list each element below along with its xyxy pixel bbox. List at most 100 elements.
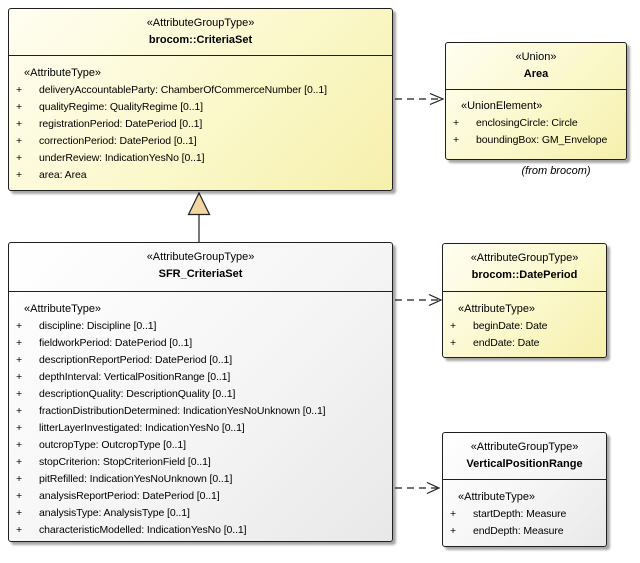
visibility-plus: + bbox=[16, 473, 23, 485]
attribute-text: analysisReportPeriod: DatePeriod [0..1] bbox=[39, 490, 220, 502]
attribute-row: + fractionDistributionDetermined: Indicat… bbox=[9, 403, 392, 420]
dependency-arrow-sfr-to-dateperiod bbox=[395, 293, 443, 307]
attribute-text: stopCriterion: StopCriterionField [0..1] bbox=[39, 456, 211, 468]
attribute-text: deliveryAccountableParty: ChamberOfComme… bbox=[39, 84, 327, 96]
attribute-text: underReview: IndicationYesNo [0..1] bbox=[39, 152, 205, 164]
attribute-stereotype-label: «AttributeType» bbox=[458, 303, 536, 315]
class-header: «Union» Area bbox=[446, 43, 626, 90]
attribute-text: fieldworkPeriod: DatePeriod [0..1] bbox=[39, 337, 193, 349]
attribute-text: pitRefilled: IndicationYesNoUnknown [0..… bbox=[39, 473, 233, 485]
visibility-plus: + bbox=[16, 490, 23, 502]
class-box-brocom-criteriaset[interactable]: «AttributeGroupType» brocom::CriteriaSet… bbox=[8, 8, 393, 191]
stereotype-label: «AttributeGroupType» bbox=[470, 441, 579, 453]
attribute-row: +area: Area bbox=[9, 167, 392, 184]
visibility-plus: + bbox=[16, 354, 23, 366]
attribute-text: correctionPeriod: DatePeriod [0..1] bbox=[39, 135, 197, 147]
attribute-text: descriptionQuality: DescriptionQuality [… bbox=[39, 388, 236, 400]
class-box-verticalpositionrange[interactable]: «AttributeGroupType» VerticalPositionRan… bbox=[442, 432, 607, 547]
attribute-row: + fieldworkPeriod: DatePeriod [0..1] bbox=[9, 335, 392, 352]
visibility-plus: + bbox=[16, 320, 23, 332]
visibility-plus: + bbox=[16, 388, 23, 400]
attribute-row: + characteristicModelled: IndicationYesNo… bbox=[9, 522, 392, 539]
visibility-plus: + bbox=[16, 152, 23, 164]
attribute-row: +depthInterval: VerticalPositionRange [0… bbox=[9, 369, 392, 386]
attribute-row: + boundingBox: GM_Envelope bbox=[446, 132, 626, 149]
attribute-stereotype-label: «UnionElement» bbox=[461, 100, 543, 112]
attribute-row: + pitRefilled: IndicationYesNoUnknown [0.… bbox=[9, 471, 392, 488]
attribute-text: area: Area bbox=[39, 169, 87, 181]
from-package-note: (from brocom) bbox=[521, 165, 591, 177]
visibility-plus: + bbox=[16, 101, 23, 113]
class-name: Area bbox=[523, 68, 549, 80]
visibility-plus: + bbox=[16, 456, 23, 468]
class-box-area[interactable]: «Union» Area «UnionElement» + enclosingCi… bbox=[445, 42, 627, 160]
attribute-compartment: «UnionElement» +enclosingCircle: Circle … bbox=[446, 90, 626, 149]
visibility-plus: + bbox=[453, 134, 460, 146]
class-name: brocom::CriteriaSet bbox=[148, 34, 253, 46]
attribute-row: + analysisReportPeriod: DatePeriod [0..1] bbox=[9, 488, 392, 505]
visibility-plus: + bbox=[16, 135, 23, 147]
attribute-text: enclosingCircle: Circle bbox=[476, 117, 578, 129]
attribute-text: discipline: Discipline [0..1] bbox=[39, 320, 157, 332]
attribute-text: fractionDistributionDetermined: Indicati… bbox=[39, 405, 326, 417]
attribute-row: +deliveryAccountableParty: ChamberOfComm… bbox=[9, 82, 392, 99]
attribute-text: registrationPeriod: DatePeriod [0..1] bbox=[39, 118, 203, 130]
attribute-compartment: «AttributeType» +deliveryAccountablePart… bbox=[9, 56, 392, 184]
attribute-row: +registrationPeriod: DatePeriod [0..1] bbox=[9, 116, 392, 133]
attribute-row: + outcropType: OutcropType [0..1] bbox=[9, 437, 392, 454]
attribute-text: qualityRegime: QualityRegime [0..1] bbox=[39, 101, 203, 113]
visibility-plus: + bbox=[450, 337, 457, 349]
attribute-row: +endDate: Date bbox=[443, 335, 606, 352]
attribute-row: + descriptionReportPeriod: DatePeriod [0.… bbox=[9, 352, 392, 369]
class-name: VerticalPositionRange bbox=[466, 458, 583, 470]
attribute-text: analysisType: AnalysisType [0..1] bbox=[39, 507, 190, 519]
attribute-row: + litterLayerInvestigated: IndicationYesN… bbox=[9, 420, 392, 437]
attribute-text: litterLayerInvestigated: IndicationYesNo… bbox=[39, 422, 245, 434]
visibility-plus: + bbox=[450, 320, 457, 332]
attribute-stereotype-label: «AttributeType» bbox=[24, 67, 102, 79]
class-name: brocom::DatePeriod bbox=[471, 269, 578, 281]
attribute-row: + enclosingCircle: Circle bbox=[446, 115, 626, 132]
stereotype-label: «AttributeGroupType» bbox=[146, 251, 255, 263]
attribute-text: outcropType: OutcropType [0..1] bbox=[39, 439, 186, 451]
attribute-text: beginDate: Date bbox=[473, 320, 548, 332]
visibility-plus: + bbox=[16, 507, 23, 519]
class-name: SFR_CriteriaSet bbox=[158, 268, 243, 280]
dependency-arrow-sfr-to-verticalpositionrange bbox=[395, 481, 441, 495]
dependency-arrow-criteriaset-to-area bbox=[395, 92, 445, 106]
attribute-row: + underReview: IndicationYesNo [0..1] bbox=[9, 150, 392, 167]
attribute-row: + discipline: Discipline [0..1] bbox=[9, 318, 392, 335]
attribute-text: characteristicModelled: IndicationYesNo … bbox=[39, 524, 247, 536]
attribute-compartment: «AttributeType» + discipline: Discipline … bbox=[9, 292, 392, 539]
visibility-plus: + bbox=[453, 117, 460, 129]
stereotype-label: «AttributeGroupType» bbox=[146, 17, 255, 29]
attribute-text: descriptionReportPeriod: DatePeriod [0..… bbox=[39, 354, 233, 366]
attribute-compartment: «AttributeType» + beginDate: Date +endDat… bbox=[443, 292, 606, 352]
attribute-row: + beginDate: Date bbox=[443, 318, 606, 335]
class-box-sfr-criteriaset[interactable]: «AttributeGroupType» SFR_CriteriaSet «At… bbox=[8, 242, 393, 542]
attribute-text: endDepth: Measure bbox=[473, 525, 564, 537]
attribute-row: + analysisType: AnalysisType [0..1] bbox=[9, 505, 392, 522]
visibility-plus: + bbox=[450, 525, 457, 537]
class-header: «AttributeGroupType» SFR_CriteriaSet bbox=[9, 243, 392, 292]
attribute-stereotype-label: «AttributeType» bbox=[458, 491, 536, 503]
visibility-plus: + bbox=[16, 422, 23, 434]
visibility-plus: + bbox=[450, 508, 457, 520]
attribute-row: + qualityRegime: QualityRegime [0..1] bbox=[9, 99, 392, 116]
visibility-plus: + bbox=[16, 337, 23, 349]
attribute-row: + correctionPeriod: DatePeriod [0..1] bbox=[9, 133, 392, 150]
attribute-text: boundingBox: GM_Envelope bbox=[476, 134, 608, 146]
class-box-brocom-dateperiod[interactable]: «AttributeGroupType» brocom::DatePeriod … bbox=[442, 243, 607, 358]
stereotype-label: «Union» bbox=[515, 51, 557, 63]
attribute-row: + endDepth: Measure bbox=[443, 523, 606, 540]
visibility-plus: + bbox=[16, 371, 23, 383]
class-header: «AttributeGroupType» VerticalPositionRan… bbox=[443, 433, 606, 480]
visibility-plus: + bbox=[16, 524, 23, 536]
visibility-plus: + bbox=[16, 405, 23, 417]
stereotype-label: «AttributeGroupType» bbox=[470, 252, 579, 264]
attribute-stereotype-label: «AttributeType» bbox=[24, 303, 102, 315]
attribute-row: + descriptionQuality: DescriptionQuality … bbox=[9, 386, 392, 403]
visibility-plus: + bbox=[16, 439, 23, 451]
